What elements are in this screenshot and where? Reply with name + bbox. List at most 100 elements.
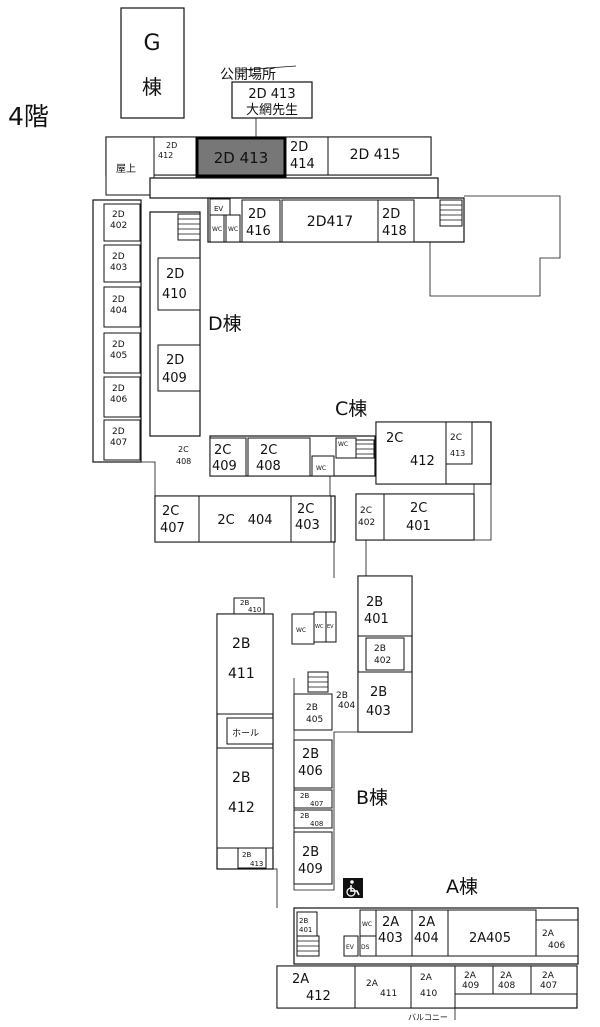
- room-2B401a-b: 401: [299, 926, 312, 934]
- room-2C404[interactable]: [198, 495, 292, 543]
- wc-d-2-label: WC: [228, 226, 238, 233]
- room-2C413[interactable]: [445, 421, 473, 465]
- room-2C402[interactable]: [355, 493, 385, 541]
- room-2D404-b: 404: [110, 306, 127, 316]
- room-2D407-b: 407: [110, 438, 127, 448]
- room-2B408-b: 408: [310, 820, 323, 828]
- room-2C403[interactable]: [290, 495, 332, 543]
- room-2A407-a: 2A: [542, 971, 555, 981]
- room-2C403-b: 403: [295, 518, 320, 533]
- room-2A411-b: 411: [380, 989, 397, 999]
- room-2C412-b: 412: [410, 454, 435, 469]
- ev-a-label: EV: [346, 944, 355, 951]
- room-2A412[interactable]: [276, 965, 356, 1009]
- room-2D406-a: 2D: [112, 384, 125, 394]
- room-2A408[interactable]: [492, 965, 532, 995]
- room-2D418[interactable]: [377, 199, 415, 243]
- wc-b-2-label: WC: [315, 624, 324, 630]
- room-2B408[interactable]: [293, 809, 333, 829]
- room-2D402-b: 402: [110, 221, 127, 231]
- room-2D415[interactable]: [327, 136, 432, 176]
- room-2C401-b: 401: [406, 519, 431, 534]
- room-2B402[interactable]: [365, 637, 405, 671]
- room-2A411[interactable]: [354, 965, 412, 1009]
- room-2C408s-a: 2C: [178, 445, 189, 454]
- room-2D403[interactable]: [103, 244, 141, 283]
- room-2A407-b: 407: [540, 981, 557, 991]
- room-2C401-a: 2C: [410, 501, 427, 516]
- room-2C407-b: 407: [160, 521, 185, 536]
- room-2A409-a: 2A: [464, 971, 477, 981]
- room-2B408-a: 2B: [300, 812, 309, 820]
- room-2A405-label: 2A405: [469, 931, 511, 946]
- room-2D404[interactable]: [103, 286, 141, 328]
- room-2D407[interactable]: [103, 419, 141, 461]
- room-2C409-b: 409: [212, 459, 237, 474]
- room-2D410[interactable]: [157, 257, 201, 311]
- room-2D409[interactable]: [157, 344, 201, 392]
- room-2C407-a: 2C: [162, 504, 179, 519]
- room-2D414-b: 414: [290, 157, 315, 172]
- room-2D406[interactable]: [103, 376, 141, 418]
- room-2C409[interactable]: [209, 437, 247, 477]
- room-2D405[interactable]: [103, 332, 141, 374]
- room-2D410-a: 2D: [166, 267, 184, 282]
- room-2B401[interactable]: [357, 575, 413, 637]
- room-2B402-b: 402: [374, 656, 391, 666]
- room-2A406[interactable]: [535, 919, 579, 957]
- room-2A403-b: 403: [378, 931, 403, 946]
- room-2B405[interactable]: [293, 693, 333, 731]
- room-2D416[interactable]: [241, 199, 281, 243]
- room-2A405[interactable]: [447, 909, 537, 957]
- building-c-label: C棟: [335, 398, 367, 420]
- room-2B402-a: 2B: [374, 644, 386, 654]
- room-2B411-a: 2B: [232, 636, 251, 652]
- room-2A403[interactable]: [375, 909, 413, 957]
- room-2D402-a: 2D: [112, 210, 125, 220]
- room-2D417[interactable]: [281, 199, 379, 243]
- hall-label: ホール: [232, 728, 259, 739]
- room-2D402[interactable]: [103, 203, 141, 242]
- room-2A409-b: 409: [462, 981, 479, 991]
- wc-b-1-label: WC: [296, 627, 306, 634]
- room-2B413[interactable]: [237, 847, 267, 869]
- room-2D409-a: 2D: [166, 353, 184, 368]
- room-2D416-b: 416: [246, 224, 271, 239]
- room-2B403-a: 2B: [370, 685, 387, 700]
- room-2B412[interactable]: [216, 747, 274, 849]
- room-2A404-b: 404: [414, 931, 439, 946]
- room-2D416-a: 2D: [248, 207, 266, 222]
- room-2B407[interactable]: [293, 789, 333, 809]
- floor-label: 4階: [8, 102, 49, 131]
- rooftop-area: [105, 136, 155, 196]
- room-2A410-a: 2A: [420, 973, 433, 983]
- building-d-label: D棟: [208, 313, 242, 335]
- room-2A412-a: 2A: [292, 972, 309, 987]
- room-2B413-b: 413: [250, 860, 263, 868]
- room-2B409[interactable]: [293, 831, 333, 885]
- d-inner-column: [149, 211, 201, 437]
- building-b-label: B棟: [356, 787, 388, 809]
- room-2A410[interactable]: [410, 965, 456, 1009]
- room-2C407[interactable]: [154, 495, 200, 543]
- d-right-annex: [429, 195, 561, 297]
- room-2B410-b: 410: [248, 606, 261, 614]
- room-2D413-highlighted[interactable]: [195, 136, 287, 178]
- room-2C401[interactable]: [383, 493, 475, 541]
- room-2B403[interactable]: [357, 671, 413, 733]
- room-2A407[interactable]: [530, 965, 578, 995]
- stairs-d-left: [177, 213, 201, 241]
- building-a-label: A棟: [446, 876, 478, 898]
- room-2B411[interactable]: [216, 613, 274, 715]
- ev-b-label: EV: [327, 624, 334, 630]
- room-2B413-a: 2B: [242, 851, 251, 859]
- ds-a-label: DS: [361, 944, 370, 951]
- room-2C408-a: 2C: [260, 443, 277, 458]
- room-2D403-b: 403: [110, 263, 127, 273]
- room-2C413-a: 2C: [450, 433, 462, 443]
- wc-d-1: [209, 214, 225, 243]
- room-2C408[interactable]: [247, 437, 311, 477]
- b-left-edge: [273, 868, 278, 908]
- room-2B406[interactable]: [293, 739, 333, 789]
- room-2D418-a: 2D: [382, 207, 400, 222]
